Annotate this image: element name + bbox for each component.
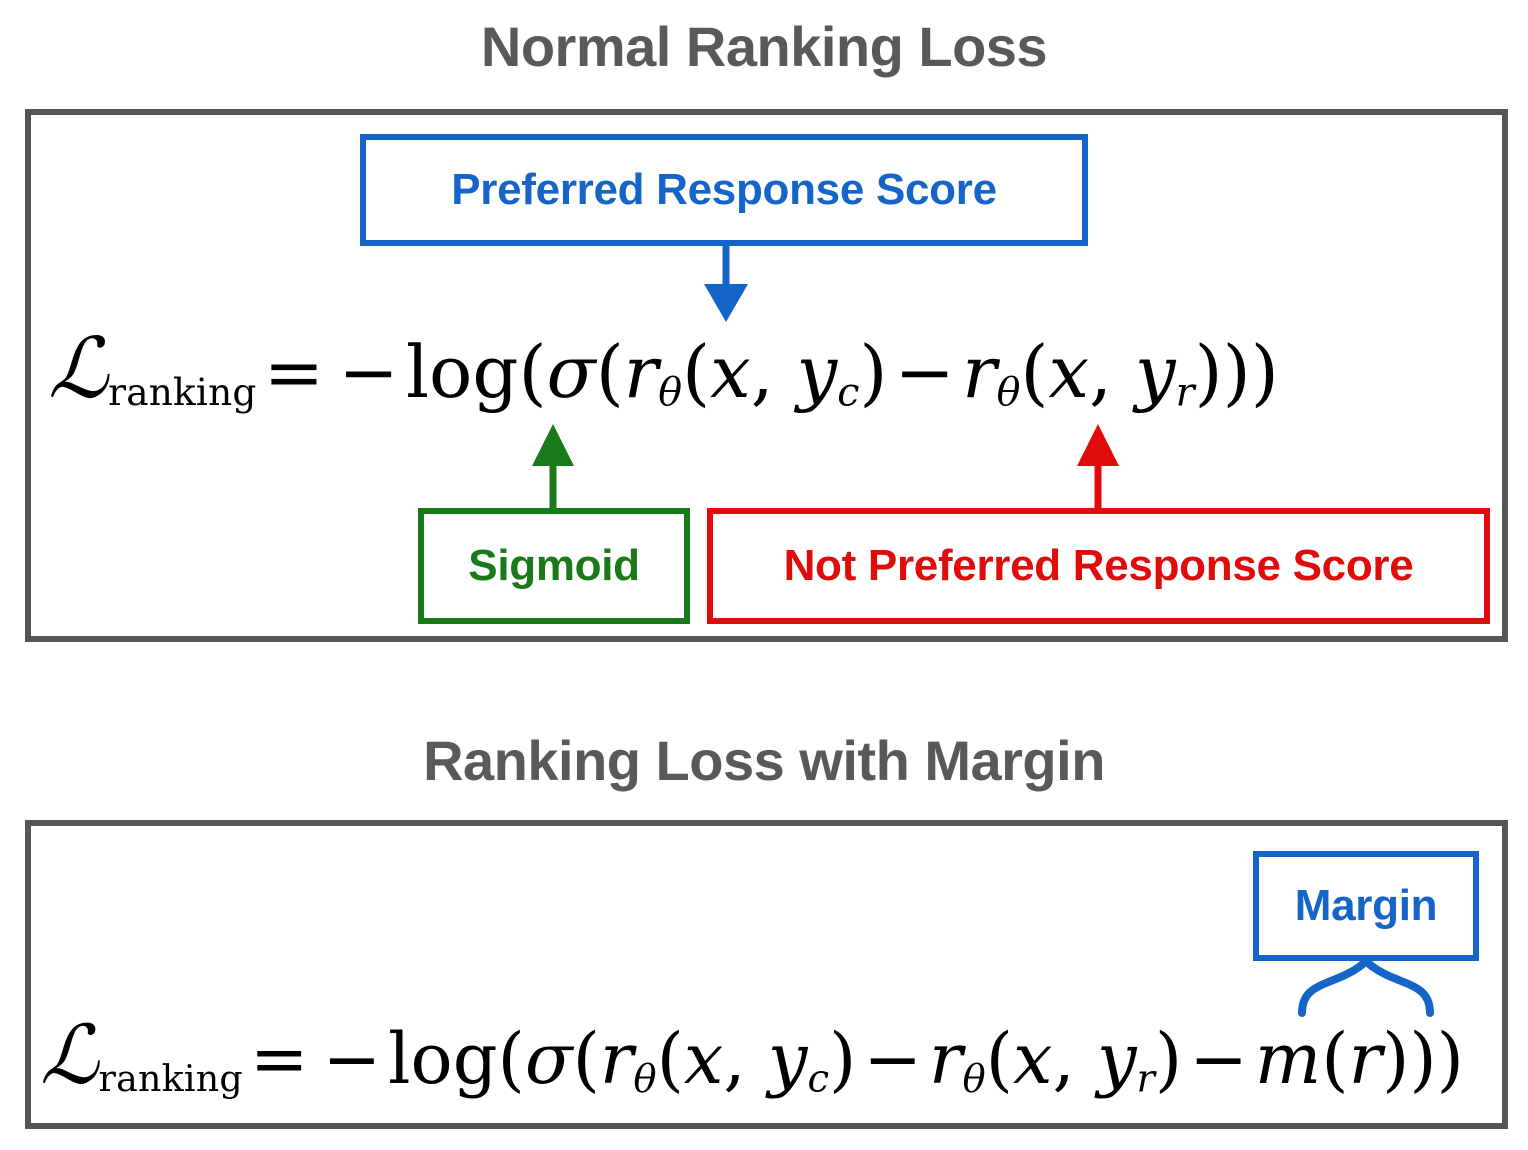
formula2-y-1: y bbox=[767, 1018, 808, 1100]
formula-subscript-c: c bbox=[837, 369, 860, 416]
formula-sigma: σ bbox=[546, 330, 596, 414]
formula-r-1: r bbox=[623, 330, 659, 414]
formula2-minus-3: − bbox=[1189, 1018, 1248, 1100]
formula2-sigma: σ bbox=[524, 1018, 573, 1100]
label-text-sigmoid: Sigmoid bbox=[468, 541, 640, 590]
formula2-equals: = bbox=[249, 1018, 309, 1100]
formula2-r-3: r bbox=[1348, 1018, 1383, 1100]
formula-comma-2: , bbox=[1089, 330, 1113, 414]
formula2-m: m bbox=[1254, 1018, 1322, 1100]
formula-subscript-ranking: ranking bbox=[108, 370, 257, 415]
formula2-paren-open-1: ( bbox=[497, 1018, 525, 1100]
formula-subscript-r: r bbox=[1175, 369, 1195, 416]
formula-comma-1: , bbox=[750, 330, 774, 414]
label-box-sigmoid[interactable]: Sigmoid bbox=[418, 508, 690, 624]
formula-normal-ranking-loss: ℒranking=−log(σ(rθ(x, yc)−rθ(x, yr))) bbox=[48, 326, 1279, 416]
formula-paren-open-1: ( bbox=[518, 330, 547, 414]
formula2-comma-1: , bbox=[723, 1018, 746, 1100]
formula2-minus-2: − bbox=[863, 1018, 922, 1100]
formula-r-2: r bbox=[962, 330, 997, 414]
formula2-x-2: x bbox=[1012, 1018, 1053, 1100]
formula2-symbol-L: ℒ bbox=[40, 1009, 99, 1103]
formula2-theta-2: θ bbox=[962, 1056, 986, 1102]
formula2-subscript-ranking: ranking bbox=[98, 1057, 243, 1100]
formula-log: log bbox=[405, 330, 519, 414]
page-title-ranking-loss-with-margin: Ranking Loss with Margin bbox=[423, 729, 1105, 792]
formula-minus-1: − bbox=[338, 330, 399, 414]
formula-paren-close-rest: ))) bbox=[1194, 330, 1279, 414]
formula-y-1: y bbox=[796, 330, 838, 414]
formula2-r-2: r bbox=[928, 1018, 963, 1100]
formula-minus-2: − bbox=[894, 330, 955, 414]
label-box-preferred-response-score[interactable]: Preferred Response Score bbox=[360, 134, 1088, 246]
formula2-subscript-c: c bbox=[807, 1056, 830, 1102]
label-box-margin[interactable]: Margin bbox=[1253, 851, 1479, 961]
formula2-theta-1: θ bbox=[633, 1056, 657, 1102]
label-text-preferred-response-score: Preferred Response Score bbox=[451, 165, 997, 214]
formula2-y-2: y bbox=[1096, 1018, 1137, 1100]
formula2-minus-1: − bbox=[322, 1018, 382, 1100]
formula2-subscript-r: r bbox=[1136, 1056, 1155, 1102]
formula2-comma-2: , bbox=[1052, 1018, 1075, 1100]
formula-paren-open-2: ( bbox=[595, 330, 624, 414]
formula-symbol-L: ℒ bbox=[48, 319, 109, 417]
formula-x-2: x bbox=[1048, 330, 1090, 414]
formula2-paren-open-2: ( bbox=[572, 1018, 600, 1100]
formula2-paren-close-2: ) bbox=[1154, 1018, 1183, 1100]
formula-x-1: x bbox=[710, 330, 751, 414]
formula-y-2: y bbox=[1134, 330, 1176, 414]
formula2-x-1: x bbox=[683, 1018, 724, 1100]
formula-equals: = bbox=[263, 330, 325, 414]
formula2-paren-close-1: ) bbox=[829, 1018, 857, 1100]
label-text-margin: Margin bbox=[1294, 881, 1438, 930]
formula2-paren-close-rest: ))) bbox=[1382, 1018, 1464, 1100]
formula-theta-1: θ bbox=[658, 369, 683, 416]
label-box-not-preferred-response-score[interactable]: Not Preferred Response Score bbox=[707, 508, 1490, 624]
formula2-r-1: r bbox=[599, 1018, 634, 1100]
label-text-not-preferred-response-score: Not Preferred Response Score bbox=[783, 541, 1414, 590]
formula2-log: log bbox=[388, 1018, 498, 1100]
formula2-paren-open-4: ( bbox=[985, 1018, 1013, 1100]
formula-paren-close-1: ) bbox=[859, 330, 888, 414]
formula2-paren-open-5: ( bbox=[1321, 1018, 1349, 1100]
formula-theta-2: θ bbox=[996, 369, 1021, 416]
formula2-paren-open-3: ( bbox=[656, 1018, 684, 1100]
formula-paren-open-4: ( bbox=[1020, 330, 1049, 414]
formula-ranking-loss-with-margin: ℒranking=−log(σ(rθ(x, yc)−rθ(x, yr)−m(r)… bbox=[40, 1015, 1464, 1102]
formula-paren-open-3: ( bbox=[682, 330, 711, 414]
page-title-normal-ranking-loss: Normal Ranking Loss bbox=[480, 15, 1048, 78]
